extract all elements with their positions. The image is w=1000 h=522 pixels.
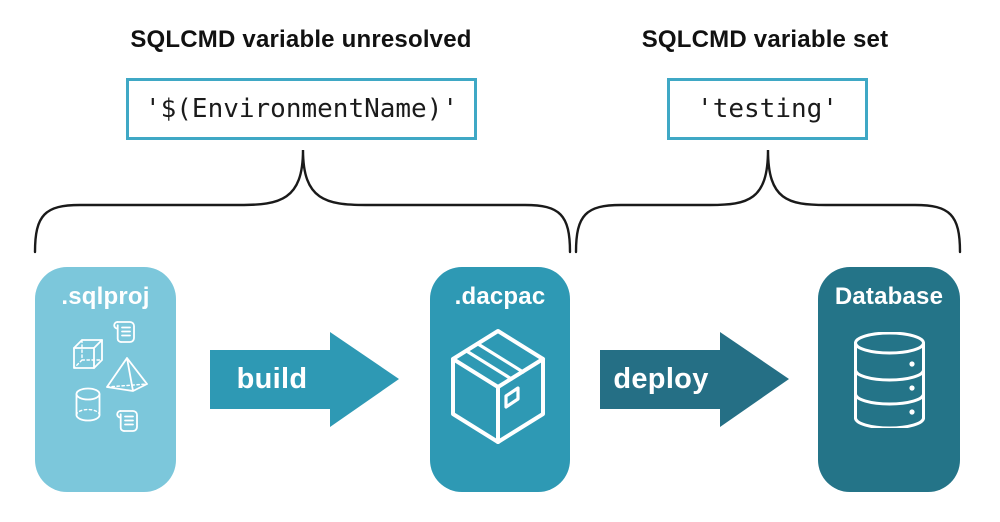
- node-sqlproj: .sqlproj: [35, 267, 176, 492]
- cylinder-icon: [75, 387, 101, 422]
- right-brace-icon: [574, 149, 962, 254]
- build-arrow-icon: [210, 332, 399, 427]
- node-dacpac-label: .dacpac: [454, 283, 546, 310]
- database-cylinder-icon: [854, 332, 925, 428]
- node-sqlproj-label: .sqlproj: [61, 283, 150, 310]
- cube-icon: [73, 339, 103, 369]
- code-value-set: 'testing': [697, 94, 838, 124]
- code-value-unresolved: '$(EnvironmentName)': [144, 94, 459, 124]
- code-box-set: 'testing': [667, 78, 868, 140]
- scroll-icon: [113, 321, 135, 343]
- node-database-label: Database: [834, 283, 944, 310]
- sql-objects-icon-cluster: [73, 321, 148, 432]
- package-icon: [451, 329, 545, 444]
- deploy-arrow-label: deploy: [613, 362, 709, 395]
- pyramid-icon: [106, 357, 148, 392]
- code-box-unresolved: '$(EnvironmentName)': [126, 78, 477, 140]
- heading-sqlcmd-unresolved: SQLCMD variable unresolved: [130, 26, 472, 53]
- deploy-arrow-icon: [600, 332, 789, 427]
- scroll-icon: [116, 410, 138, 432]
- left-brace-icon: [33, 149, 572, 254]
- node-database: Database: [818, 267, 960, 492]
- node-dacpac: .dacpac: [430, 267, 570, 492]
- build-arrow-label: build: [236, 362, 308, 395]
- heading-sqlcmd-set: SQLCMD variable set: [641, 26, 889, 53]
